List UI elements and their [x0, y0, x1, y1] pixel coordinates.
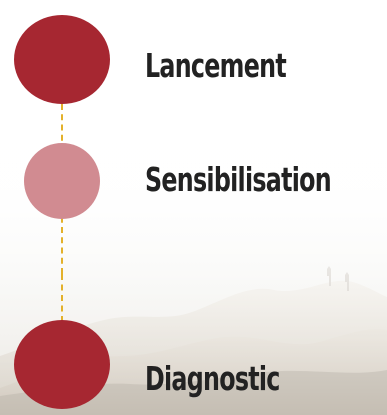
step-label-lancement: Lancement [145, 46, 287, 85]
step-label-diagnostic: Diagnostic [145, 359, 280, 398]
step-label-sensibilisation: Sensibilisation [145, 160, 332, 199]
timeline-connector [61, 274, 63, 322]
timeline-node-diagnostic [14, 320, 110, 409]
timeline-node-sensibilisation [24, 143, 100, 219]
timeline-node-lancement [14, 15, 110, 104]
